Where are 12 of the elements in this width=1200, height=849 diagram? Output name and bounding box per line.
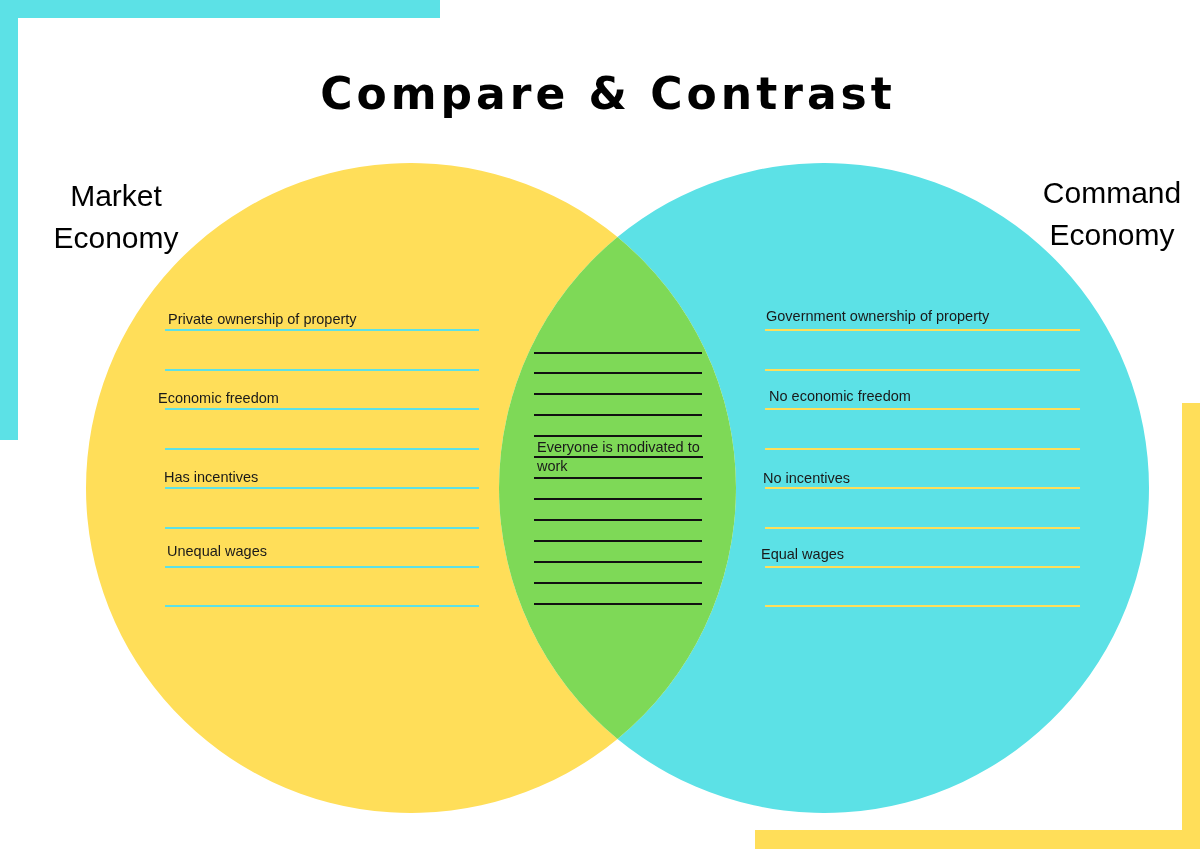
- trait-text: Private ownership of property: [168, 311, 357, 327]
- trait-text: No economic freedom: [769, 388, 911, 404]
- overlap-region: [499, 237, 736, 739]
- trait-text: No incentives: [763, 470, 851, 486]
- trait-text: Government ownership of property: [766, 308, 990, 324]
- trait-text: Has incentives: [164, 469, 259, 485]
- trait-text: Equal wages: [761, 546, 845, 562]
- circle-heading: Market Economy: [52, 178, 180, 256]
- title: Compare & Contrast: [320, 67, 896, 121]
- circle-heading: Command Economy: [1041, 175, 1183, 253]
- trait-text: Economic freedom: [158, 390, 279, 406]
- trait-text: Unequal wages: [167, 543, 267, 559]
